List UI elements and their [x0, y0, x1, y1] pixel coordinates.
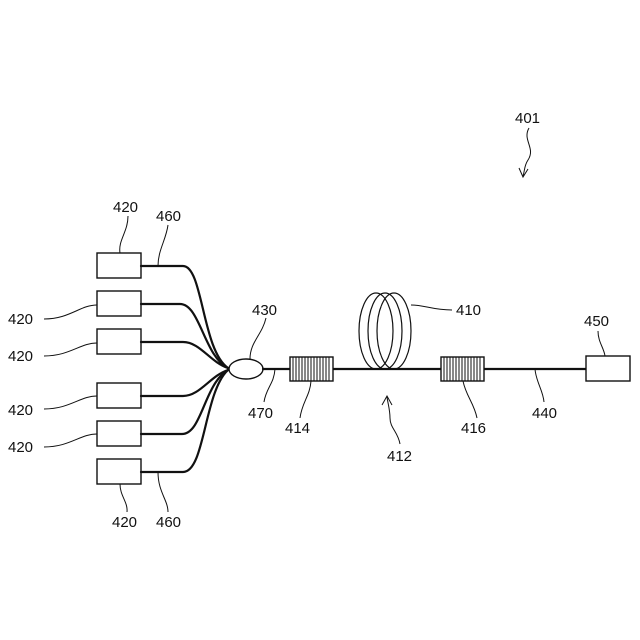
grating-416 [441, 357, 484, 381]
label-460-top: 460 [156, 208, 181, 225]
leader-430 [250, 318, 266, 359]
combiner [229, 359, 263, 379]
pump-sources [97, 253, 141, 484]
leader-414 [300, 381, 311, 418]
pump-source-box-3 [97, 329, 141, 354]
pump-source-box-1 [97, 253, 141, 278]
leader-460-bottom [158, 472, 168, 512]
leader-420-2 [44, 305, 97, 319]
label-470: 470 [248, 405, 273, 422]
leader-460-top [158, 225, 168, 266]
label-410: 410 [456, 302, 481, 319]
label-412: 412 [387, 448, 412, 465]
label-430: 430 [252, 302, 277, 319]
label-420-3: 420 [8, 348, 33, 365]
label-401: 401 [515, 110, 540, 127]
leader-420-4 [44, 396, 97, 409]
label-440: 440 [532, 405, 557, 422]
figure-ref-401: 401 [515, 110, 540, 177]
label-450: 450 [584, 313, 609, 330]
label-416: 416 [461, 420, 486, 437]
ref-arrow-squiggle [523, 128, 531, 176]
fiber-2 [141, 304, 228, 368]
output-device-box [586, 356, 630, 381]
label-420-bottom: 420 [112, 514, 137, 531]
leader-416 [463, 381, 477, 418]
label-420-top: 420 [113, 199, 138, 216]
label-420-4: 420 [8, 402, 33, 419]
pump-source-box-2 [97, 291, 141, 316]
fiber-5 [141, 370, 228, 434]
label-420-2: 420 [8, 311, 33, 328]
leader-420-3 [44, 343, 97, 356]
fiber-1 [141, 266, 228, 368]
coil-loop-1 [359, 293, 393, 369]
leader-420-top [120, 216, 128, 253]
pump-source-box-5 [97, 421, 141, 446]
leader-440 [535, 369, 544, 402]
leader-420-5 [44, 434, 97, 447]
leader-412 [387, 397, 400, 444]
leader-410 [411, 305, 452, 310]
leader-450 [598, 331, 605, 356]
leader-420-bottom [120, 484, 127, 512]
label-414: 414 [285, 420, 310, 437]
pump-source-box-4 [97, 383, 141, 408]
leader-470 [264, 369, 275, 402]
label-460-bottom: 460 [156, 514, 181, 531]
fiber-coil-410 [359, 293, 411, 369]
coil-loop-3 [377, 293, 411, 369]
pump-source-box-6 [97, 459, 141, 484]
grating-414 [290, 357, 333, 381]
pump-fibers [141, 266, 228, 472]
coil-loop-2 [368, 293, 402, 369]
label-420-5: 420 [8, 439, 33, 456]
